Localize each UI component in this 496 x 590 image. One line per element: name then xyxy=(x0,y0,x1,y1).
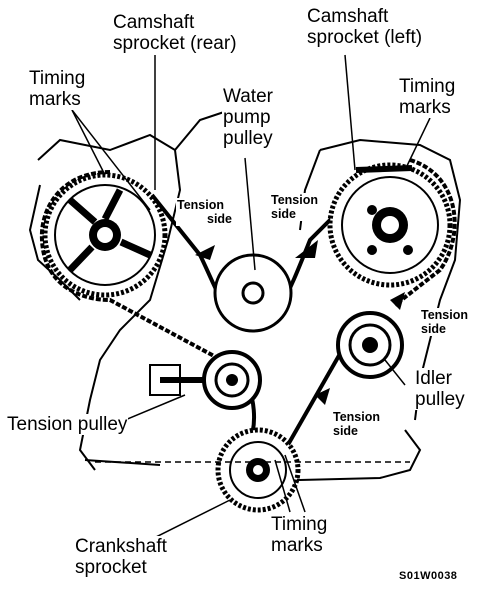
engine-block-outline xyxy=(28,109,462,482)
tension-arrows xyxy=(195,240,405,405)
tension-pulley-label: Tension pulley xyxy=(6,414,129,435)
label-line: side xyxy=(271,207,297,221)
water-pump-pulley xyxy=(213,253,293,333)
label-line: Idler xyxy=(415,368,452,389)
label-line: pulley xyxy=(415,389,465,410)
label-line: marks xyxy=(29,89,81,110)
label-line: pump xyxy=(223,107,271,128)
label-line: sprocket (rear) xyxy=(113,33,237,54)
label-line: side xyxy=(421,322,447,336)
crankshaft-sprocket-label: Crankshaft sprocket xyxy=(74,536,168,578)
idler-pulley xyxy=(336,311,404,379)
label-line: sprocket xyxy=(75,557,147,578)
label-line: sprocket (left) xyxy=(307,27,423,48)
label-line: Camshaft xyxy=(113,12,195,33)
label-line: pulley xyxy=(223,128,273,149)
timing-marks-left-label: Timing marks xyxy=(28,68,87,110)
label-line: marks xyxy=(271,535,323,556)
camshaft-sprocket-rear xyxy=(42,172,168,298)
tension-side-label-d: Tension side xyxy=(332,410,381,438)
label-line: Tension pulley xyxy=(7,414,128,435)
tension-side-label-b: Tension side xyxy=(270,193,319,221)
label-line: Timing xyxy=(271,514,328,535)
label-line: Camshaft xyxy=(307,6,389,27)
water-pump-pulley-label: Water pump pulley xyxy=(222,86,274,149)
idler-pulley-label: Idler pulley xyxy=(414,368,466,410)
label-line: Timing xyxy=(29,68,86,89)
label-line: Tension xyxy=(177,198,224,212)
tension-pulley xyxy=(149,350,262,410)
label-line: Tension xyxy=(333,410,380,424)
label-line: Timing xyxy=(399,76,456,97)
camshaft-sprocket-rear-label: Camshaft sprocket (rear) xyxy=(112,12,238,54)
label-line: Water xyxy=(223,86,273,107)
camshaft-sprocket-left xyxy=(327,162,453,288)
figure-code: S01W0038 xyxy=(398,570,459,583)
label-line: side xyxy=(333,424,359,438)
label-line: Tension xyxy=(271,193,318,207)
label-line: marks xyxy=(399,97,451,118)
tension-side-label-a: Tension side xyxy=(176,198,234,226)
label-line: Tension xyxy=(421,308,468,322)
label-line: Crankshaft xyxy=(75,536,167,557)
camshaft-sprocket-left-label: Camshaft sprocket (left) xyxy=(306,6,424,48)
label-line: side xyxy=(207,212,233,226)
tension-side-label-c: Tension side xyxy=(420,308,469,336)
timing-belt xyxy=(39,158,457,452)
timing-marks-right-label: Timing marks xyxy=(398,76,457,118)
crankshaft-sprocket xyxy=(215,427,301,513)
timing-marks-bottom-label: Timing marks xyxy=(270,514,329,556)
